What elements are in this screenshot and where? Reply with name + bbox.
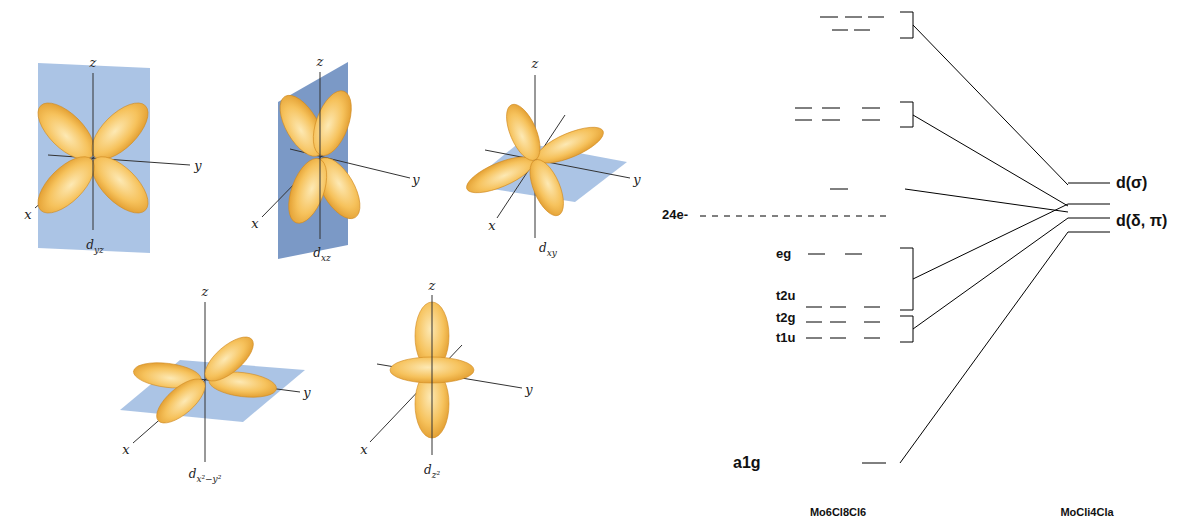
- axis-label: z: [90, 56, 97, 71]
- orbital-letter: d: [539, 241, 547, 255]
- axis-label: x: [122, 443, 129, 458]
- axis-label: x: [251, 217, 258, 232]
- level-label: d(δ, π): [1116, 212, 1167, 230]
- level-label: t1u: [776, 331, 796, 346]
- level-label: a1g: [733, 454, 761, 472]
- orbital-name: dx²−y²: [189, 468, 222, 482]
- level-label: t2u: [776, 289, 796, 304]
- level-label: 24e-: [662, 208, 688, 223]
- orbital-subscript: xz: [321, 253, 331, 263]
- dx2y2-orbital: [120, 302, 305, 462]
- axis-label: y: [412, 173, 419, 188]
- axis-label: z: [317, 55, 324, 70]
- orbital-letter: d: [313, 246, 321, 260]
- orbital-letter: d: [424, 463, 432, 477]
- axis-label: y: [633, 173, 640, 188]
- orbital-subscript: z²: [432, 470, 440, 480]
- axis-label: z: [532, 57, 539, 72]
- axis-label: y: [525, 383, 532, 398]
- axis-label: y: [194, 159, 201, 174]
- orbital-name: dyz: [86, 239, 104, 253]
- dyz-orbital: [29, 63, 190, 253]
- orbital-name: dz²: [424, 464, 440, 478]
- compound-label: MoCli4Cla: [1060, 506, 1113, 519]
- dz2-orbital: [370, 295, 522, 455]
- axis-label: x: [24, 208, 31, 223]
- orbital-subscript: yz: [94, 245, 104, 255]
- mo-levels: [700, 12, 1110, 463]
- axis-label: z: [429, 279, 436, 294]
- level-label: t2g: [776, 311, 796, 326]
- orbital-name: dxz: [313, 247, 331, 261]
- axis-label: x: [488, 219, 495, 234]
- orbital-letter: d: [86, 238, 94, 252]
- axis-label: y: [303, 386, 310, 401]
- dxz-orbital: [262, 62, 410, 259]
- orbital-subscript: x²−y²: [196, 474, 221, 484]
- orbital-name: dxy: [539, 242, 557, 256]
- axis-label: x: [360, 443, 367, 458]
- level-label: d(σ): [1116, 174, 1147, 192]
- orbital-subscript: xy: [547, 248, 557, 258]
- axis-label: z: [202, 285, 209, 300]
- dxy-orbital: [462, 75, 630, 238]
- compound-label: Mo6Cl8Cl6: [810, 506, 866, 519]
- level-label: eg: [776, 247, 791, 262]
- orbital-letter: d: [189, 467, 197, 481]
